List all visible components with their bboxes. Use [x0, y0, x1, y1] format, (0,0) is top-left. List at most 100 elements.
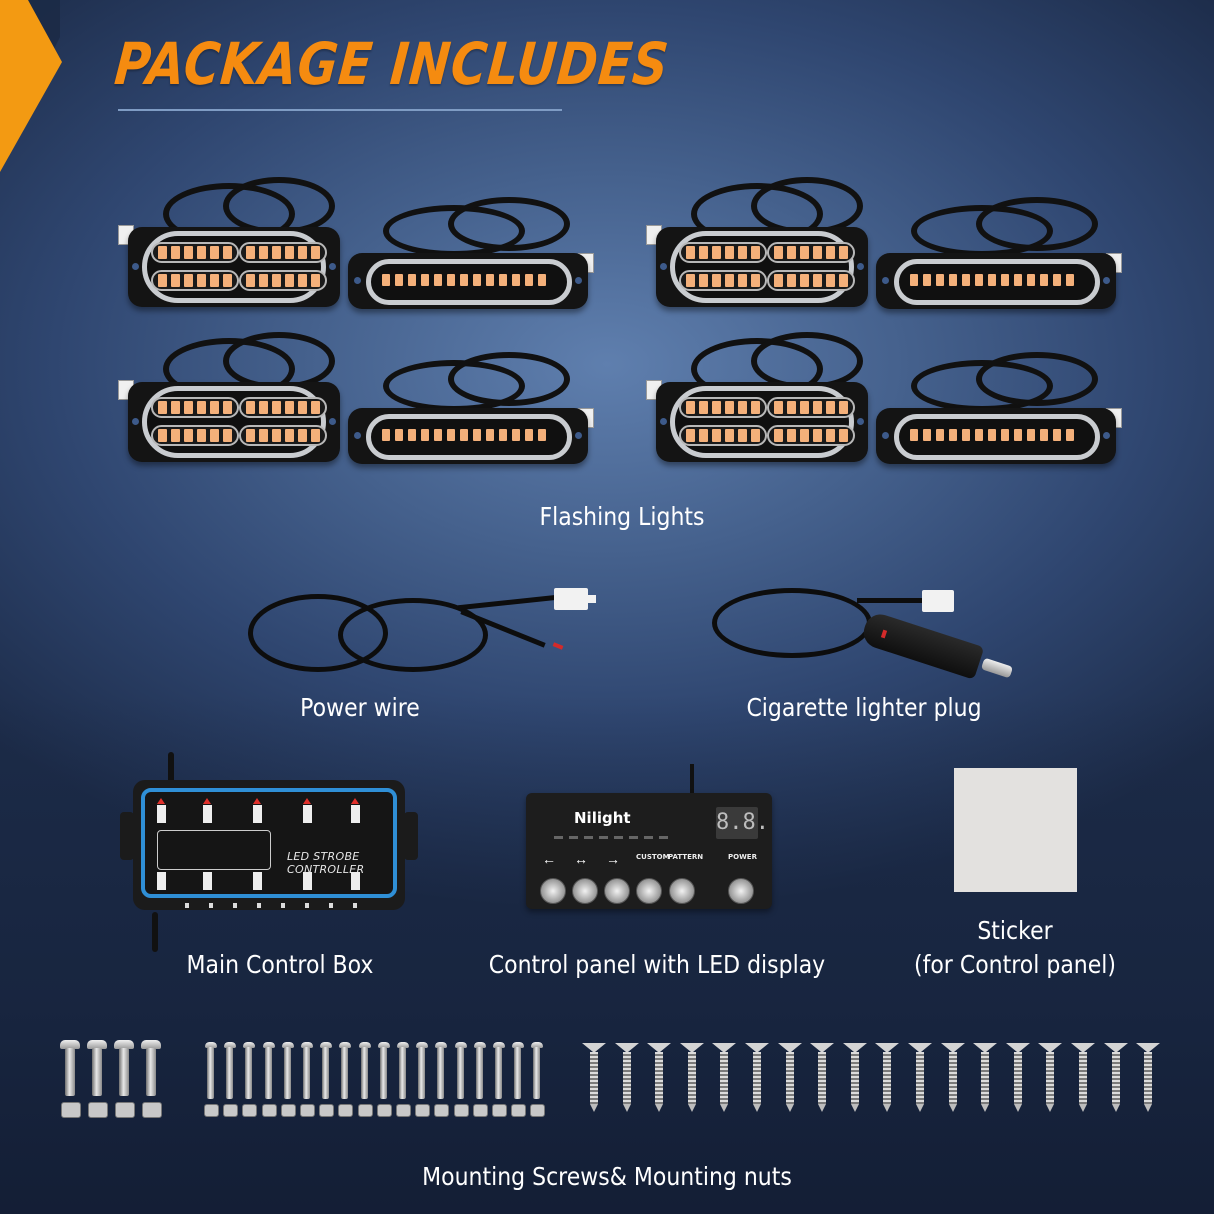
light-bezel: [670, 386, 855, 458]
screw-head: [940, 1043, 965, 1052]
led: [813, 401, 822, 414]
led: [447, 429, 455, 441]
right-button: [604, 878, 630, 904]
sticker-image: [954, 768, 1077, 892]
screw-tip: [850, 1104, 859, 1112]
led: [538, 274, 546, 286]
hex-nut: [300, 1104, 315, 1117]
led: [923, 274, 931, 286]
screw-head: [1005, 1043, 1030, 1052]
screw-head: [908, 1043, 932, 1052]
small-bolt: [379, 1047, 387, 1099]
cable-coil: [448, 352, 570, 406]
output-tag: [302, 872, 312, 890]
led: [826, 429, 835, 442]
small-bolt: [245, 1047, 253, 1099]
led: [311, 429, 320, 442]
sticker-label-line2: (for Control panel): [914, 950, 1116, 979]
self-tapping-screw: [590, 1052, 598, 1104]
light-bezel: [366, 414, 572, 460]
led-row: [767, 397, 855, 418]
led: [298, 246, 307, 259]
led: [712, 401, 721, 414]
led: [712, 274, 721, 287]
mount-hole: [857, 263, 864, 270]
led: [839, 246, 848, 259]
led: [434, 429, 442, 441]
custom-text: CUSTOM: [636, 853, 670, 861]
spec-label: [157, 830, 271, 870]
led: [1027, 429, 1035, 441]
light-bezel: [366, 259, 572, 305]
led: [460, 429, 468, 441]
led: [774, 246, 783, 259]
pin: [329, 903, 333, 908]
mounting-hardware-image: [60, 1040, 1161, 1118]
led-row: [239, 397, 327, 418]
led-row: [679, 270, 767, 291]
hex-nut: [88, 1102, 108, 1118]
led: [538, 429, 546, 441]
screw-tip: [1046, 1104, 1055, 1112]
pin: [185, 903, 189, 908]
arrow-up-icon: [351, 798, 359, 804]
control-panel-label: Control panel with LED display: [488, 950, 826, 979]
mount-hole: [660, 418, 667, 425]
led: [158, 246, 167, 259]
cable-coil: [448, 197, 570, 251]
screw-head: [679, 1043, 704, 1052]
led: [460, 274, 468, 286]
hex-nut: [338, 1104, 354, 1117]
small-bolt: [341, 1047, 349, 1099]
hex-nut: [530, 1104, 546, 1117]
hex-nut: [396, 1104, 411, 1117]
led: [1066, 274, 1074, 286]
hex-nut: [434, 1104, 450, 1117]
power-button: [728, 878, 754, 904]
led: [285, 429, 294, 442]
led: [725, 274, 734, 287]
led: [686, 401, 695, 414]
indicator-dash: [584, 836, 593, 839]
led: [184, 401, 193, 414]
arrow-left-icon: ←: [542, 851, 556, 867]
led-row: [151, 270, 239, 291]
sticker-label-line1: Sticker: [977, 916, 1053, 945]
led: [525, 429, 533, 441]
bolt-head: [377, 1042, 390, 1048]
led: [800, 246, 809, 259]
indicator-dash: [644, 836, 653, 839]
self-tapping-screw: [948, 1052, 957, 1104]
output-tag: [156, 872, 166, 890]
led: [272, 401, 281, 414]
small-bolt: [456, 1047, 464, 1099]
screw-head: [745, 1043, 769, 1052]
arrow-up-icon: [203, 798, 211, 804]
screw-head: [1136, 1043, 1161, 1052]
screw-head: [582, 1043, 606, 1052]
cable-coil: [976, 352, 1098, 406]
bolt-head: [224, 1042, 237, 1048]
led: [686, 429, 695, 442]
small-bolt: [475, 1047, 483, 1099]
mount-hole: [857, 418, 864, 425]
output-tag: [252, 805, 262, 823]
screw-head: [777, 1043, 802, 1052]
led: [311, 401, 320, 414]
small-bolt: [303, 1047, 310, 1099]
mount-hole: [1103, 432, 1110, 439]
self-tapping-screw: [1079, 1052, 1087, 1104]
screw-head: [810, 1043, 835, 1052]
indicator-dash: [614, 836, 623, 839]
bolt-head: [243, 1042, 256, 1048]
indicator-dash: [599, 836, 608, 839]
led: [298, 274, 307, 287]
led: [434, 274, 442, 286]
hex-nut: [142, 1102, 162, 1118]
slim-strobe-light: [876, 408, 1116, 464]
hex-nut: [115, 1102, 135, 1118]
led: [1027, 274, 1035, 286]
output-tag: [350, 805, 360, 823]
bolt-head: [416, 1042, 429, 1048]
self-tapping-screw: [883, 1052, 892, 1104]
